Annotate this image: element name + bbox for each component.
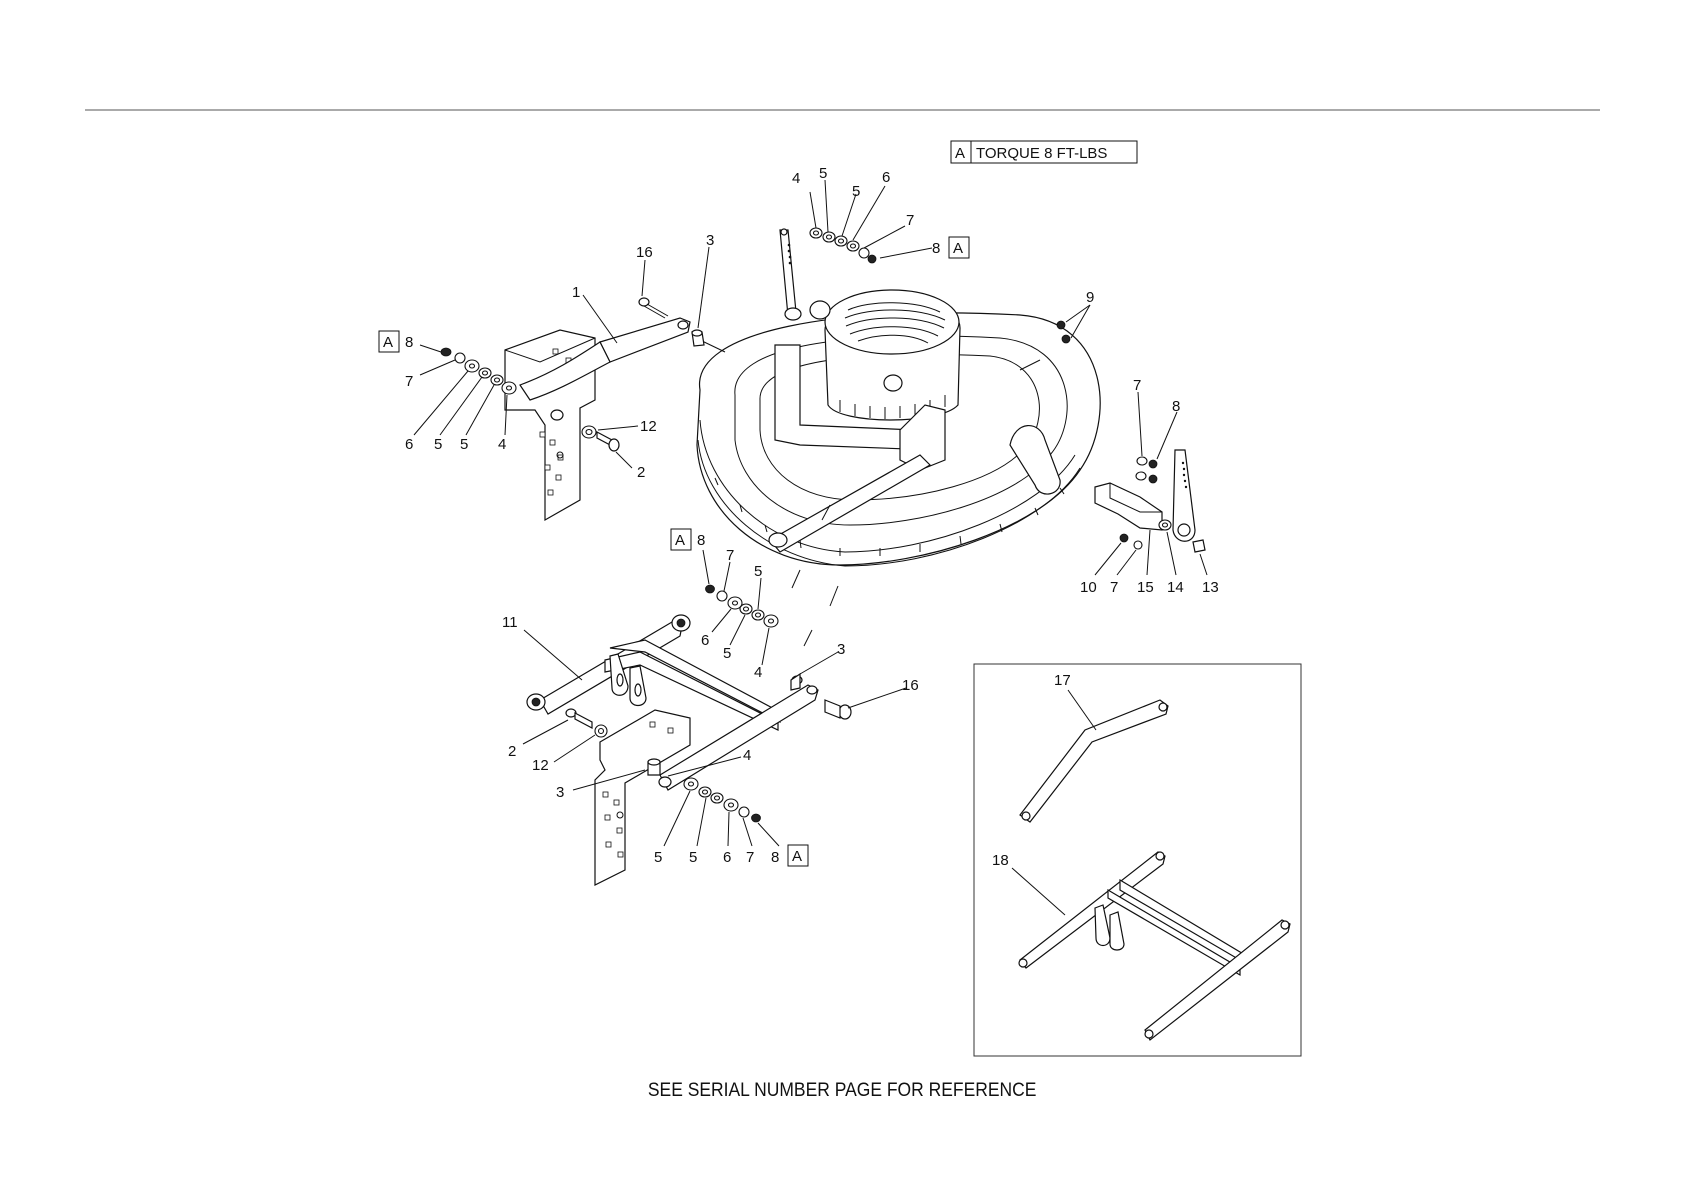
torque-marker: A <box>792 848 802 865</box>
callout: 12 <box>640 418 657 435</box>
callout: 6 <box>882 169 890 186</box>
callout: 7 <box>906 212 914 229</box>
callout: 7 <box>1133 377 1141 394</box>
callout: 5 <box>654 849 662 866</box>
callout: 7 <box>726 547 734 564</box>
callout: 8 <box>771 849 779 866</box>
left-spacer-3 <box>692 330 704 346</box>
torque-legend: A TORQUE 8 FT-LBS <box>951 141 1137 163</box>
callout: 8 <box>1172 398 1180 415</box>
callout: 3 <box>706 232 714 249</box>
callout: 16 <box>636 244 653 261</box>
callout: 8 <box>697 532 705 549</box>
callout: 5 <box>723 645 731 662</box>
callout: 7 <box>1110 579 1118 596</box>
callout: 11 <box>502 614 518 631</box>
callout: 14 <box>1167 579 1184 596</box>
callout: 5 <box>852 183 860 200</box>
legend-key: A <box>955 145 965 162</box>
callout: 5 <box>819 165 827 182</box>
callout: 5 <box>460 436 468 453</box>
callout: 5 <box>689 849 697 866</box>
torque-marker: A <box>675 532 685 549</box>
callout: 5 <box>754 563 762 580</box>
right-bracket <box>1095 483 1162 530</box>
callout: 8 <box>405 334 413 351</box>
callout: 17 <box>1054 672 1071 689</box>
left-bolt-16 <box>639 298 668 318</box>
callout: 9 <box>1086 289 1094 306</box>
inset-panel: 17 18 <box>974 664 1301 1056</box>
callout: 6 <box>723 849 731 866</box>
callout: 16 <box>902 677 919 694</box>
callout: 4 <box>792 170 800 187</box>
bottom-hardware-stack <box>684 778 761 822</box>
callout: 3 <box>556 784 564 801</box>
lower-frame-callouts: 11 3 16 2 12 3 4 <box>502 614 919 801</box>
callout: 2 <box>508 743 516 760</box>
callout: 8 <box>932 240 940 257</box>
right-lever <box>1173 450 1195 541</box>
callout: 1 <box>572 284 580 301</box>
callout: 7 <box>405 373 413 390</box>
callout: 6 <box>701 632 709 649</box>
callout: 12 <box>532 757 549 774</box>
mower-deck <box>697 290 1100 646</box>
lower-frame <box>527 615 818 790</box>
top-stack-callouts: 4 5 5 6 7 8 A <box>792 165 969 258</box>
callout: 3 <box>837 641 845 658</box>
callout: 10 <box>1080 579 1097 596</box>
top-adjust-lever <box>780 229 801 320</box>
callout: 6 <box>405 436 413 453</box>
callout: 7 <box>746 849 754 866</box>
torque-marker: A <box>953 240 963 257</box>
lower-plate <box>595 710 690 885</box>
bottom-callouts: 5 5 6 7 8 A <box>654 845 808 866</box>
callout: 4 <box>498 436 506 453</box>
callout: 13 <box>1202 579 1219 596</box>
legend-text: TORQUE 8 FT-LBS <box>976 145 1107 162</box>
callout: 2 <box>637 464 645 481</box>
callout: 4 <box>743 747 751 764</box>
footer-note: SEE SERIAL NUMBER PAGE FOR REFERENCE <box>0 1080 1685 1102</box>
callout: 15 <box>1137 579 1154 596</box>
callout: 5 <box>434 436 442 453</box>
callout: 18 <box>992 852 1009 869</box>
torque-marker: A <box>383 334 393 351</box>
callout: 4 <box>754 664 762 681</box>
footer-text: SEE SERIAL NUMBER PAGE FOR REFERENCE <box>648 1080 1037 1102</box>
